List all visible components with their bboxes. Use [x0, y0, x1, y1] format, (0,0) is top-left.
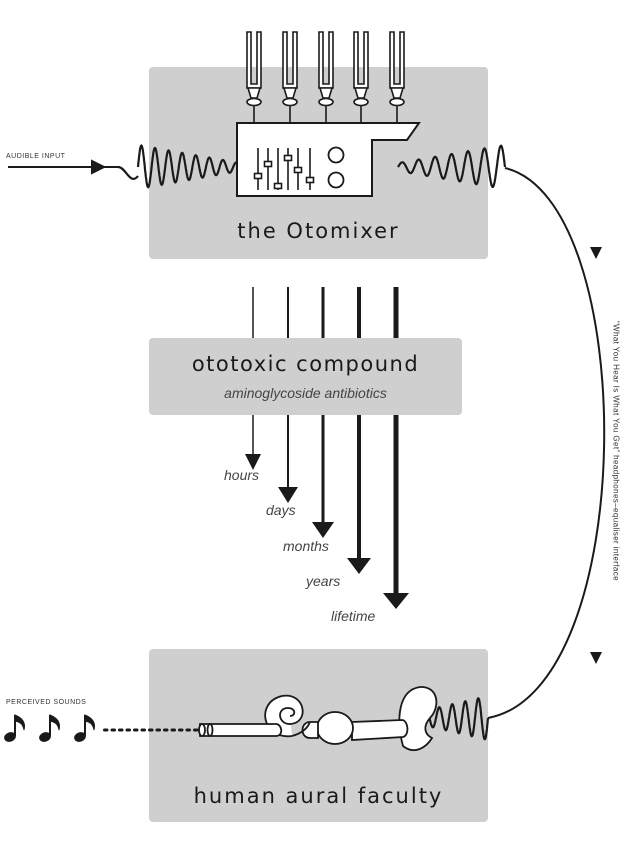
exposure-time-arrows	[245, 287, 409, 609]
music-note-icon	[4, 714, 95, 742]
wyhiwyg-interface-label: “What You Hear Is What You Get” headphon…	[611, 320, 621, 582]
duration-label-years: years	[306, 573, 341, 589]
ototoxic-compound-box: ototoxic compound aminoglycoside antibio…	[149, 338, 462, 415]
compound-subtitle: aminoglycoside antibiotics	[224, 385, 387, 401]
compound-title: ototoxic compound	[191, 352, 420, 376]
input-waveform	[117, 144, 241, 189]
audible-input-label: AUDIBLE INPUT	[6, 153, 66, 160]
perceived-sounds-label: PERCEIVED SOUNDS	[6, 699, 87, 706]
duration-label-hours: hours	[224, 467, 260, 483]
audible-input-arrow	[8, 159, 118, 175]
duration-label-days: days	[266, 502, 296, 518]
tuning-fork-icon	[246, 31, 405, 123]
duration-label-lifetime: lifetime	[331, 608, 376, 624]
otomixer-title: the Otomixer	[237, 219, 400, 243]
output-waveform	[397, 144, 507, 188]
mixer-console-icon	[236, 122, 421, 197]
duration-label-months: months	[283, 538, 329, 554]
feedback-loop	[487, 167, 606, 719]
aural-title: human aural faculty	[193, 784, 444, 808]
ear-anatomy-icon	[198, 686, 438, 751]
